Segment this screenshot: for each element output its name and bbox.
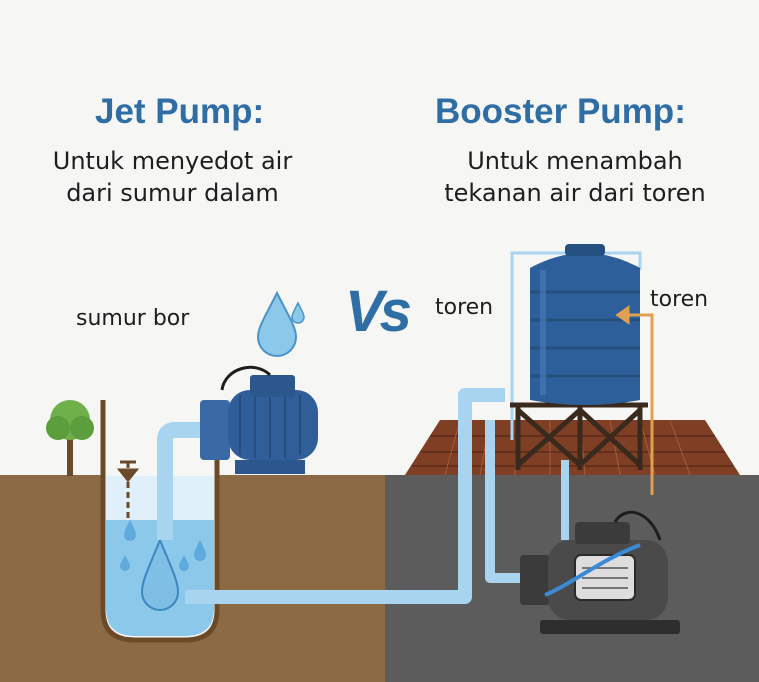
tank-label-left: toren — [435, 295, 494, 320]
versus-label: Vs — [345, 279, 412, 344]
tank-stand — [510, 402, 648, 470]
water-tank — [530, 244, 640, 405]
jet-pump-subtitle-line1: Untuk menyedot air — [52, 147, 293, 175]
tree — [46, 400, 94, 476]
jet-pump-subtitle-line2: dari sumur dalam — [66, 179, 279, 207]
well-droplets — [120, 520, 206, 611]
jet-pump — [200, 365, 318, 474]
booster-pump — [520, 510, 680, 634]
main-water-pipe — [185, 388, 505, 604]
tank-label-right: toren — [650, 287, 709, 312]
booster-pump-subtitle-line1: Untuk menambah — [467, 147, 683, 175]
water-droplet-icon — [256, 290, 305, 357]
booster-inlet-pipe — [485, 420, 520, 583]
water-level-arrow — [116, 460, 140, 520]
well-label: sumur bor — [76, 306, 190, 331]
jet-pump-title: Jet Pump: — [95, 92, 265, 131]
jet-pump-pipe — [157, 422, 200, 540]
roof-tiles — [405, 419, 740, 476]
booster-pump-subtitle-line2: tekanan air dari toren — [444, 179, 706, 207]
booster-pump-title: Booster Pump: — [435, 92, 686, 131]
flow-arrow — [615, 305, 654, 495]
